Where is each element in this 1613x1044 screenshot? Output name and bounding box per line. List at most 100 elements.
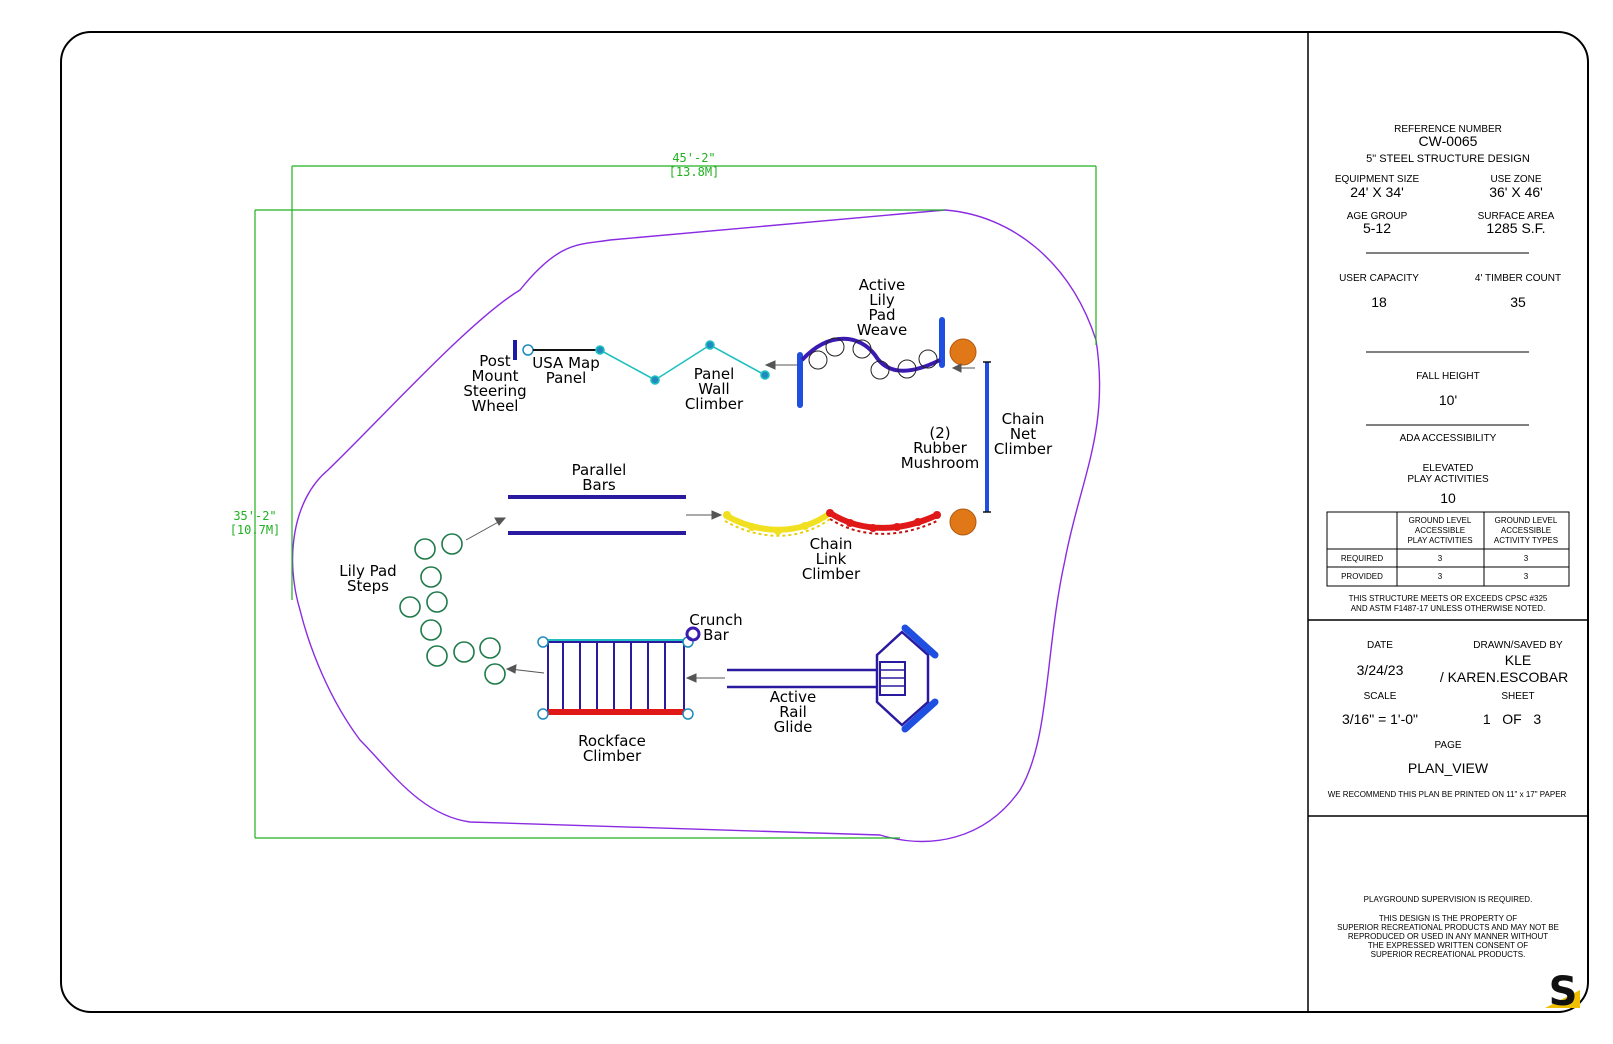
table-row-provided-a: 3 [1438, 572, 1443, 581]
fall-height-label: FALL HEIGHT [1416, 371, 1480, 382]
svg-text:Link: Link [816, 550, 847, 568]
structure-design: 5" STEEL STRUCTURE DESIGN [1366, 153, 1530, 165]
table-col1-line1: GROUND LEVEL [1409, 516, 1472, 525]
svg-text:(2): (2) [929, 424, 950, 442]
user-capacity: 18 [1371, 294, 1387, 310]
equipment-size: 24' X 34' [1350, 184, 1404, 200]
elevated-value: 10 [1440, 490, 1456, 506]
supervision-note: PLAYGROUND SUPERVISION IS REQUIRED. [1364, 895, 1533, 904]
flow-arrows [465, 360, 975, 683]
svg-text:Rockface: Rockface [578, 732, 646, 750]
label-lily-pad-steps: Lily Pad Steps [339, 562, 396, 595]
table-col2-line2: ACCESSIBLE [1501, 526, 1551, 535]
user-capacity-label: USER CAPACITY [1339, 273, 1419, 284]
age-group-label: AGE GROUP [1347, 211, 1408, 222]
timber-count: 35 [1510, 294, 1526, 310]
plan-view: 45'-2" [10.7M] [13.8M] 35'-2" [10.7M] [230, 151, 1101, 843]
accessibility-table: GROUND LEVEL ACCESSIBLE PLAY ACTIVITIES … [1326, 511, 1570, 587]
scale-value: 3/16" = 1'-0" [1342, 711, 1418, 727]
svg-text:Wall: Wall [698, 380, 729, 398]
svg-text:Climber: Climber [685, 395, 744, 413]
equipment-size-label: EQUIPMENT SIZE [1335, 174, 1420, 185]
svg-text:Post: Post [479, 352, 511, 370]
reference-label: REFERENCE NUMBER [1394, 124, 1502, 135]
table-row-provided-b: 3 [1524, 572, 1529, 581]
svg-text:Net: Net [1010, 425, 1036, 443]
svg-text:Steering: Steering [463, 382, 526, 400]
label-chain-net-climber: Chain Net Climber [994, 410, 1053, 458]
ada-label: ADA ACCESSIBILITY [1400, 433, 1497, 444]
surface-area: 1285 S.F. [1486, 220, 1545, 236]
compliance-line-1: THIS STRUCTURE MEETS OR EXCEEDS CPSC #32… [1349, 594, 1548, 603]
table-col2-line3: ACTIVITY TYPES [1494, 536, 1558, 545]
title-block: REFERENCE NUMBER CW-0065 5" STEEL STRUCT… [1326, 124, 1580, 1015]
label-usa-map-panel: USA Map Panel [532, 354, 599, 387]
date-value: 3/24/23 [1357, 662, 1404, 678]
property-line-1: THIS DESIGN IS THE PROPERTY OF [1379, 914, 1517, 923]
label-rubber-mushroom: (2) Rubber Mushroom [901, 424, 980, 472]
svg-text:Rail: Rail [779, 703, 807, 721]
property-line-2: SUPERIOR RECREATIONAL PRODUCTS AND MAY N… [1337, 923, 1559, 932]
property-line-4: THE EXPRESSED WRITTEN CONSENT OF [1368, 941, 1528, 950]
lily-pad-steps [399, 533, 506, 685]
svg-text:Mount: Mount [471, 367, 518, 385]
page-value: PLAN_VIEW [1408, 760, 1489, 776]
svg-text:USA Map: USA Map [532, 354, 599, 372]
page-label: PAGE [1434, 740, 1461, 751]
drawn-label: DRAWN/SAVED BY [1473, 640, 1563, 651]
svg-text:Pad: Pad [868, 306, 895, 324]
svg-text:Chain: Chain [1002, 410, 1045, 428]
label-steering-wheel: Post Mount Steering Wheel [463, 352, 526, 415]
table-row-required-b: 3 [1524, 554, 1529, 563]
svg-text:Panel: Panel [694, 365, 734, 383]
svg-text:Panel: Panel [546, 369, 586, 387]
svg-text:Wheel: Wheel [472, 397, 519, 415]
svg-text:Bar: Bar [703, 626, 729, 644]
use-zone: 36' X 46' [1489, 184, 1543, 200]
print-note: WE RECOMMEND THIS PLAN BE PRINTED ON 11"… [1328, 790, 1567, 799]
rubber-mushroom-bottom [949, 508, 977, 536]
svg-text:Mushroom: Mushroom [901, 454, 980, 472]
svg-text:Glide: Glide [774, 718, 813, 736]
width-dimension [291, 165, 1097, 600]
compliance-line-2: AND ASTM F1487-17 UNLESS OTHERWISE NOTED… [1351, 604, 1546, 613]
panel-wall-climber [595, 340, 770, 385]
property-line-3: REPRODUCED OR USED IN ANY MANNER WITHOUT [1348, 932, 1548, 941]
svg-text:Climber: Climber [802, 565, 861, 583]
label-parallel-bars: Parallel Bars [572, 461, 627, 494]
rubber-mushroom-top [949, 338, 977, 366]
sheet-value: 1 OF 3 [1483, 711, 1542, 727]
sheet-label: SHEET [1501, 691, 1534, 702]
label-crunch-bar: Crunch Bar [689, 611, 742, 644]
use-zone-boundary [291, 209, 1101, 843]
svg-text:Climber: Climber [583, 747, 642, 765]
parallel-bars [508, 495, 686, 535]
svg-text:Rubber: Rubber [913, 439, 968, 457]
company-logo: S [1545, 969, 1580, 1015]
scale-label: SCALE [1364, 691, 1397, 702]
svg-text:Parallel: Parallel [572, 461, 627, 479]
svg-text:Lily Pad: Lily Pad [339, 562, 396, 580]
table-row-required-a: 3 [1438, 554, 1443, 563]
label-rail-glide: Active Rail Glide [770, 688, 816, 736]
steering-wheel [513, 340, 600, 360]
rockface-climber [537, 636, 694, 720]
depth-dimension [254, 209, 945, 839]
label-panel-wall-climber: Panel Wall Climber [685, 365, 744, 413]
table-col2-line1: GROUND LEVEL [1495, 516, 1558, 525]
svg-text:Active: Active [770, 688, 816, 706]
drawn-name: / KAREN.ESCOBAR [1440, 669, 1568, 685]
svg-text:Bars: Bars [582, 476, 616, 494]
label-rockface-climber: Rockface Climber [578, 732, 646, 765]
svg-text:Crunch: Crunch [689, 611, 742, 629]
svg-text:Steps: Steps [347, 577, 389, 595]
reference-number: CW-0065 [1419, 133, 1478, 149]
age-group: 5-12 [1363, 220, 1391, 236]
table-row-required-label: REQUIRED [1341, 554, 1383, 563]
chain-net-climber [983, 361, 991, 513]
timber-count-label: 4' TIMBER COUNT [1475, 273, 1561, 284]
drawn-initials: KLE [1505, 652, 1531, 668]
svg-text:Weave: Weave [857, 321, 907, 339]
table-col1-line3: PLAY ACTIVITIES [1407, 536, 1472, 545]
